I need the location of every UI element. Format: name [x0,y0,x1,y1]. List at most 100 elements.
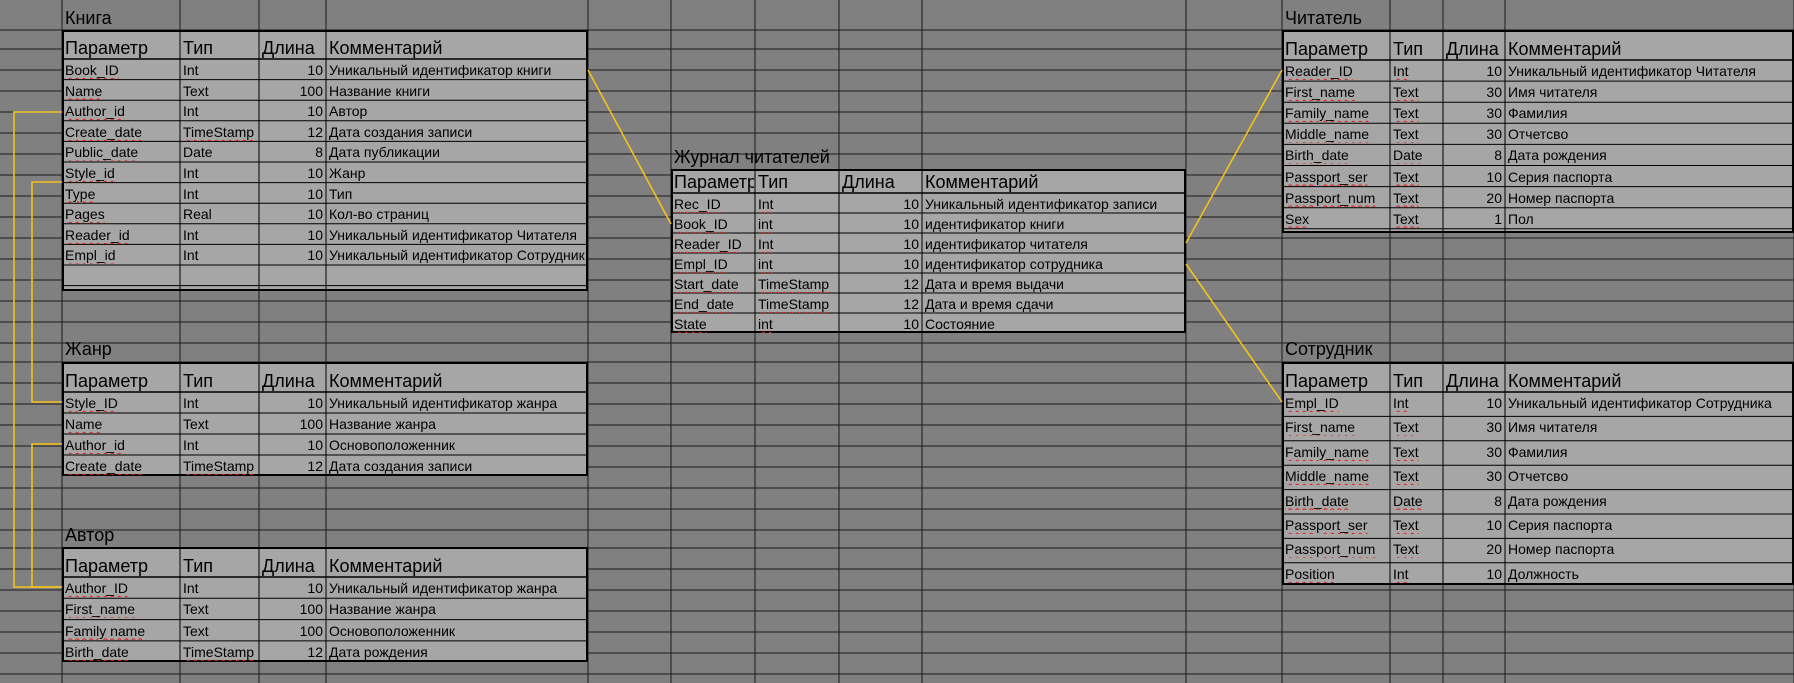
book-row-type[interactable]: TimeStamp [183,123,255,140]
employee-row-type[interactable]: Text [1393,541,1419,558]
reader-row-length[interactable]: 8 [1494,147,1502,164]
book-row-length[interactable]: 10 [307,62,323,78]
book-row-length[interactable]: 10 [307,103,323,120]
employee-row-comment[interactable]: Дата рождения [1508,492,1607,509]
reader-row-type[interactable]: Text [1393,126,1419,143]
book-row-type[interactable]: Real [183,206,212,223]
author-row-param[interactable]: Birth_date [65,643,129,660]
genre-row-comment[interactable]: Дата создания записи [329,458,473,474]
author-row-length[interactable]: 100 [299,601,323,618]
reader-row-type[interactable]: Int [1393,63,1409,79]
reader-row-comment[interactable]: Уникальный идентификатор Читателя [1508,63,1756,79]
employee-row-type[interactable]: Text [1393,468,1419,485]
employee-row-type[interactable]: Int [1393,395,1409,411]
book-row-comment[interactable]: Уникальный идентификатор Читателя [329,226,577,243]
employee-row-length[interactable]: 30 [1486,468,1502,485]
book-row-param[interactable]: Create_date [65,123,143,140]
employee-row-comment[interactable]: Номер паспорта [1508,541,1615,558]
employee-row-comment[interactable]: Серия паспорта [1508,517,1613,533]
reader-row-type[interactable]: Date [1393,147,1423,164]
reader-row-comment[interactable]: Фамилия [1508,105,1568,122]
reader-row-param[interactable]: Sex [1285,210,1310,227]
employee-row-length[interactable]: 10 [1486,517,1502,533]
author-row-param[interactable]: Author_ID [65,580,129,596]
author-row-type[interactable]: Int [183,580,199,596]
author-row-length[interactable]: 12 [307,643,323,660]
reader-row-param[interactable]: Middle_name [1285,126,1370,143]
journal-row-type[interactable]: Int [758,196,774,212]
employee-row-type[interactable]: Date [1393,492,1423,509]
book-row-type[interactable]: Int [183,226,199,243]
reader-row-param[interactable]: First_name [1285,84,1356,101]
book-row-comment[interactable]: Жанр [329,165,366,181]
book-row-comment[interactable]: Кол-во страниц [329,206,429,223]
journal-row-param[interactable]: Reader_ID [674,236,742,252]
genre-row-comment[interactable]: Название жанра [329,416,436,432]
employee-row-type[interactable]: Text [1393,443,1419,460]
journal-row-param[interactable]: State [674,316,707,332]
reader-row-type[interactable]: Text [1393,105,1419,122]
journal-row-param[interactable]: End_date [674,296,734,312]
employee-row-param[interactable]: Birth_date [1285,492,1349,509]
employee-row-type[interactable]: Text [1393,419,1419,436]
reader-row-comment[interactable]: Номер паспорта [1508,189,1615,206]
book-row-comment[interactable]: Уникальный идентификатор Сотрудника [329,247,585,264]
book-row-length[interactable]: 8 [315,144,323,161]
employee-row-length[interactable]: 30 [1486,419,1502,436]
journal-row-length[interactable]: 12 [903,276,919,292]
book-row-type[interactable]: Text [183,82,209,99]
employee-row-length[interactable]: 10 [1486,565,1502,582]
employee-row-param[interactable]: Family_name [1285,443,1370,460]
employee-row-length[interactable]: 20 [1486,541,1502,558]
author-row-comment[interactable]: Основоположенник [329,622,456,639]
journal-row-length[interactable]: 12 [903,296,919,312]
book-row-param[interactable]: Style_id [65,165,115,181]
reader-row-comment[interactable]: Серия паспорта [1508,168,1613,185]
employee-row-param[interactable]: Empl_ID [1285,395,1339,411]
employee-row-length[interactable]: 30 [1486,443,1502,460]
journal-row-comment[interactable]: идентификатор книги [925,216,1065,232]
journal-row-comment[interactable]: Дата и время выдачи [925,276,1064,292]
author-row-type[interactable]: TimeStamp [183,643,255,660]
genre-row-param[interactable]: Name [65,416,103,432]
genre-row-comment[interactable]: Основоположенник [329,437,456,453]
genre-row-param[interactable]: Style_ID [65,395,118,411]
journal-row-type[interactable]: int [758,316,773,332]
journal-row-param[interactable]: Start_date [674,276,739,292]
book-row-type[interactable]: Int [183,165,199,181]
reader-row-param[interactable]: Passport_ser [1285,168,1368,185]
book-row-length[interactable]: 10 [307,165,323,181]
reader-row-type[interactable]: Text [1393,210,1419,227]
book-row-length[interactable]: 10 [307,185,323,202]
book-row-param[interactable]: Pages [65,206,105,223]
author-row-type[interactable]: Text [183,601,209,618]
journal-row-type[interactable]: TimeStamp [758,296,830,312]
journal-row-comment[interactable]: Дата и время сдачи [925,296,1054,312]
employee-row-length[interactable]: 8 [1494,492,1502,509]
journal-row-length[interactable]: 10 [903,216,919,232]
reader-row-length[interactable]: 10 [1486,63,1502,79]
employee-row-param[interactable]: Position [1285,565,1335,582]
reader-row-comment[interactable]: Имя читателя [1508,84,1598,101]
journal-row-length[interactable]: 10 [903,196,919,212]
book-row-param[interactable]: Empl_id [65,247,116,264]
author-row-length[interactable]: 10 [307,580,323,596]
reader-row-param[interactable]: Passport_num [1285,189,1376,206]
author-row-type[interactable]: Text [183,622,209,639]
genre-row-param[interactable]: Author_id [65,437,125,453]
book-row-param[interactable]: Name [65,82,103,99]
book-row-comment[interactable]: Уникальный идентификатор книги [329,62,552,78]
genre-row-type[interactable]: Int [183,395,199,411]
journal-row-comment[interactable]: идентификатор сотрудника [925,256,1103,272]
reader-row-comment[interactable]: Отчетсво [1508,126,1569,143]
journal-row-comment[interactable]: Состояние [925,316,995,332]
reader-row-param[interactable]: Birth_date [1285,147,1349,164]
reader-row-length[interactable]: 30 [1486,84,1502,101]
book-row-param[interactable]: Book_ID [65,62,119,78]
book-row-comment[interactable]: Дата создания записи [329,123,473,140]
journal-row-type[interactable]: int [758,256,773,272]
reader-row-length[interactable]: 20 [1486,189,1502,206]
reader-row-length[interactable]: 1 [1494,210,1502,227]
book-row-type[interactable]: Date [183,144,213,161]
genre-row-type[interactable]: Text [183,416,209,432]
